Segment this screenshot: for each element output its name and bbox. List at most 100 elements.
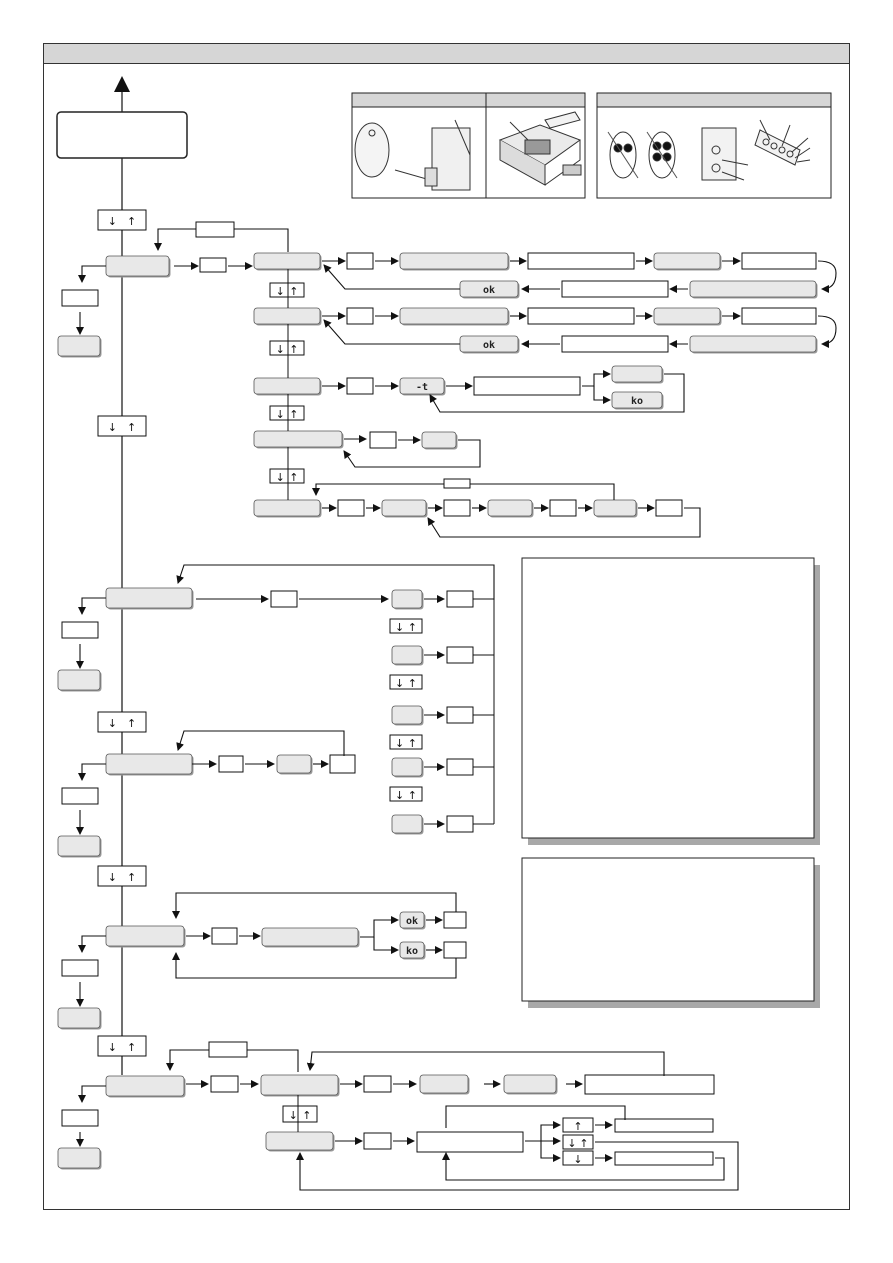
illustration-panel-remotes <box>596 92 832 199</box>
s5-down-button-down-symbol: ↓ <box>573 1153 582 1166</box>
s1-row3-enter <box>346 377 374 395</box>
menu-2-exit-arrow <box>78 597 106 615</box>
s5-down-button-box <box>562 1150 594 1166</box>
s1-row3-value <box>473 376 581 396</box>
s2-option-2 <box>391 645 423 665</box>
s1-chain1-ok-label: ok <box>483 285 495 296</box>
menu-3-nav-buttons-up-symbol: ↑ <box>127 871 136 884</box>
s1-chain1-d <box>741 252 817 270</box>
menu-1-nav-buttons-up-symbol: ↑ <box>127 215 136 228</box>
s1-row5-b1 <box>337 499 365 517</box>
s5-down-result <box>614 1151 714 1166</box>
s5-updown-button-down-symbol: ↓ <box>567 1137 576 1150</box>
s1-chain1-b <box>527 252 635 270</box>
s4-ko-label: ko <box>406 946 418 957</box>
menu-4-nav-buttons-up-symbol: ↑ <box>127 1041 136 1054</box>
s5-enter <box>210 1075 239 1093</box>
s1-enter-box <box>199 257 227 273</box>
s1-chain1-e <box>689 280 817 298</box>
s1-row5-b3 <box>549 499 577 517</box>
menu-4-nav-buttons-down-symbol: ↓ <box>108 1041 117 1054</box>
s1-row-4 <box>253 430 343 448</box>
receiver-unit-illustration <box>701 119 811 181</box>
s1-chain1-enter <box>346 252 374 270</box>
s5-row-1-nav-box <box>282 1105 318 1123</box>
s1-row4-return <box>343 439 481 468</box>
s1-chain2-d <box>741 307 817 325</box>
menu-1-nav-buttons-box <box>97 209 147 231</box>
s2-option-4-value <box>446 758 474 776</box>
flow-connector <box>247 1049 299 1072</box>
s1-chain1-wrap <box>817 260 837 293</box>
s2-option-4-nav-down-symbol: ↓ <box>395 789 404 802</box>
s1-row5-g3 <box>593 499 637 517</box>
menu-5-exit-arrow <box>78 1085 106 1103</box>
s2-option-3-value <box>446 706 474 724</box>
s2-option-5 <box>391 814 423 834</box>
diagram-page <box>43 43 850 1210</box>
s2-option-2-value <box>446 646 474 664</box>
s1-chain2-ok-label: ok <box>483 340 495 351</box>
menu-3-small-box <box>61 787 99 805</box>
s1-row3-minus-t-box <box>399 377 445 395</box>
flow-connector <box>360 916 399 938</box>
s1-chain2-b <box>527 307 635 325</box>
s1-top-small-box <box>195 221 235 238</box>
s2-option-3-nav-down-symbol: ↓ <box>395 737 404 750</box>
note-box-1 <box>521 557 820 845</box>
s1-row-3-nav-up-symbol: ↑ <box>289 408 298 421</box>
four-button-remote-icon <box>646 131 678 179</box>
s5-up-result <box>614 1118 714 1133</box>
s2-option-3-nav-box <box>389 734 423 750</box>
flow-connector <box>582 370 611 387</box>
s1-loop-arrow <box>154 228 196 251</box>
menu-1-nav-buttons-down-symbol: ↓ <box>108 215 117 228</box>
menu-2-small-box <box>61 621 99 639</box>
menu-4-result-box <box>57 1007 101 1029</box>
section-1-nav-buttons-down-symbol: ↓ <box>108 421 117 434</box>
menu-item-3 <box>105 753 193 775</box>
s2-option-2-nav-down-symbol: ↓ <box>395 677 404 690</box>
s1-row-3 <box>253 377 321 395</box>
s2-option-3-nav-up-symbol: ↑ <box>408 737 417 750</box>
s5-updown-button-up-symbol: ↑ <box>579 1137 588 1150</box>
menu-2-result-box <box>57 669 101 691</box>
s1-row-2-nav-up-symbol: ↑ <box>289 343 298 356</box>
s5-top-box <box>208 1041 248 1058</box>
s1-chain2-f <box>561 335 669 353</box>
s1-row3-minus-t-label: -t <box>416 382 428 393</box>
section-1-nav-buttons-box <box>97 415 147 437</box>
menu-item-1 <box>105 255 170 277</box>
start-display-box <box>56 111 188 159</box>
menu-item-5 <box>105 1075 185 1097</box>
section-1-nav-buttons-up-symbol: ↑ <box>127 421 136 434</box>
s1-row5-g2 <box>487 499 533 517</box>
s1-row3-return <box>429 373 685 413</box>
menu-1-exit-arrow <box>78 265 106 283</box>
s1-row-1-nav-up-symbol: ↑ <box>289 285 298 298</box>
menu-2-nav-buttons-up-symbol: ↑ <box>127 717 136 730</box>
s4-loop-top <box>172 892 457 919</box>
s1-row-1-nav-box <box>269 282 305 298</box>
s1-row-1 <box>253 252 321 270</box>
s1-row-2-nav-box <box>269 340 305 356</box>
s5-b1 <box>363 1075 392 1093</box>
s1-row-4-nav-down-symbol: ↓ <box>276 471 285 484</box>
s1-chain1-c <box>653 252 721 270</box>
menu-3-nav-buttons-box <box>97 865 147 887</box>
flow-connector <box>470 483 615 500</box>
s1-chain2-return <box>323 319 460 345</box>
s1-row-2 <box>253 307 321 325</box>
note-box-2 <box>521 857 820 1008</box>
menu-4-small-box <box>61 959 99 977</box>
s4-ok-label: ok <box>406 916 418 927</box>
page-header-bar <box>44 44 849 64</box>
s1-row5-return <box>427 507 701 538</box>
s4-ko-result <box>443 941 467 959</box>
menu-2-nav-buttons-down-symbol: ↓ <box>108 717 117 730</box>
s1-chain1-f <box>561 280 669 298</box>
s5-return-inner <box>442 1152 725 1181</box>
s1-row-4-nav-up-symbol: ↑ <box>289 471 298 484</box>
two-button-remote-icon <box>607 131 639 179</box>
s3-value <box>276 754 312 774</box>
